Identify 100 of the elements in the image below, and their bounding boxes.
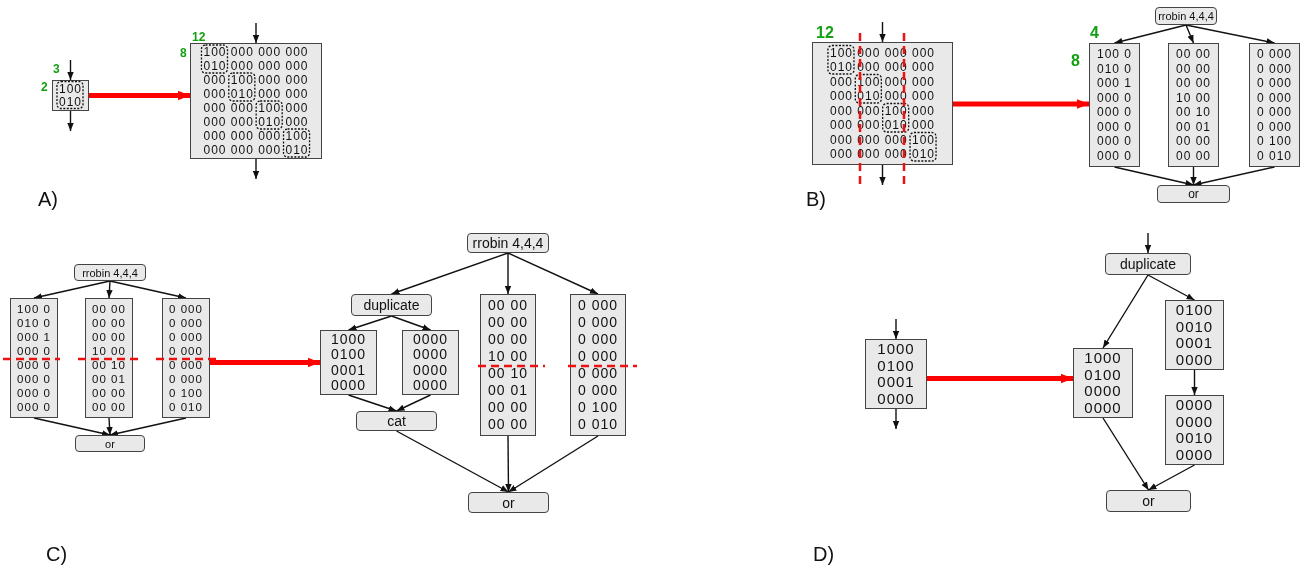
matrix-row: 10 00 — [487, 348, 528, 365]
matrix-row: 0010 — [1175, 318, 1214, 335]
matrix-row: 100 000 000 000 — [829, 45, 936, 60]
matrix-row: 0001 — [877, 374, 915, 391]
matrix-row: 00 00 — [92, 316, 126, 330]
arrow — [1113, 24, 1187, 45]
matrix-row: 0000 — [412, 378, 449, 394]
arrow — [1144, 232, 1152, 254]
arrow — [33, 280, 111, 300]
matrix-row: 0001 — [1175, 335, 1214, 352]
matrix-row: 000 0 — [1097, 134, 1132, 149]
matrix-row: 0100 — [330, 347, 367, 363]
matrix-row: 00 00 — [487, 416, 528, 433]
arrow — [390, 252, 509, 295]
matrix-row: 000 0 — [1097, 148, 1132, 163]
arrow — [1102, 274, 1149, 349]
matrix-row: 0 000 — [169, 344, 203, 358]
matrix-row: 00 00 — [1176, 134, 1211, 149]
matrix-row: 0 000 — [577, 297, 618, 314]
matrix-box — [85, 298, 133, 418]
arrow — [1192, 166, 1276, 187]
matrix-row: 0 000 — [577, 331, 618, 348]
arrow — [1190, 166, 1197, 186]
matrix-row: 0 100 — [1257, 134, 1292, 149]
matrix-row: 0 000 — [1257, 119, 1292, 134]
arrow — [504, 252, 512, 295]
matrix-row: 0 010 — [577, 416, 618, 433]
arrow — [505, 435, 512, 493]
matrix-row: 0 100 — [577, 399, 618, 416]
matrix-row: 000 100 000 000 — [203, 73, 309, 87]
matrix-row: 0 000 — [1257, 61, 1292, 76]
panel-label: B) — [806, 188, 826, 211]
matrix-row: 00 01 — [92, 372, 126, 386]
arrow — [927, 373, 1073, 384]
matrix-row: 0 000 — [169, 316, 203, 330]
matrix-row: 10 00 — [1176, 90, 1211, 105]
matrix-box — [570, 294, 626, 436]
matrix-row: 0010 — [1175, 430, 1214, 447]
matrix-row: 000 0 — [17, 400, 51, 414]
matrix-row: 00 00 — [487, 331, 528, 348]
process-box — [468, 492, 549, 513]
arrow — [879, 164, 886, 186]
dimension-label: 12 — [192, 30, 206, 44]
matrix-row: 00 00 — [92, 386, 126, 400]
matrix-row: 0000 — [412, 331, 449, 347]
matrix-box — [320, 330, 377, 395]
dimension-label: 8 — [1071, 52, 1080, 70]
matrix-row: 0000 — [1175, 351, 1214, 368]
operation-label: duplicate — [363, 297, 420, 313]
matrix-row: 010 000 000 000 — [203, 59, 309, 73]
dimension-label: 3 — [53, 62, 60, 76]
matrix-box — [1168, 43, 1219, 167]
matrix-row: 000 0 — [1097, 90, 1132, 105]
matrix-box — [162, 298, 210, 418]
arrow — [1147, 464, 1196, 491]
matrix-row: 00 00 — [1176, 61, 1211, 76]
matrix-box — [190, 43, 322, 159]
matrix-row: 00 00 — [487, 297, 528, 314]
matrix-row: 00 00 — [487, 399, 528, 416]
matrix-box — [10, 298, 58, 418]
matrix-row: 0000 — [330, 378, 367, 394]
process-box — [467, 233, 549, 253]
panel-label: C) — [46, 543, 68, 566]
matrix-row: 0 000 — [1257, 76, 1292, 91]
arrow — [395, 430, 510, 493]
matrix-row: 000 000 010 000 — [829, 118, 936, 133]
matrix-row: 0 000 — [1257, 47, 1292, 62]
arrow — [1113, 166, 1195, 187]
matrix-row: 0000 — [1175, 446, 1214, 463]
matrix-row: 0100 — [877, 357, 915, 374]
matrix-box — [865, 339, 927, 409]
matrix-row: 1000 — [330, 331, 367, 347]
arrow — [89, 90, 190, 101]
matrix-row: 100 0 — [1097, 47, 1132, 62]
matrix-row: 00 00 — [92, 400, 126, 414]
matrix-row: 000 0 — [17, 386, 51, 400]
matrix-row: 0000 — [412, 362, 449, 378]
process-box — [74, 264, 146, 281]
operation-label: rrobin 4,4,4 — [1158, 9, 1214, 23]
matrix-row: 000 1 — [17, 330, 51, 344]
matrix-row: 1000 — [877, 341, 915, 358]
matrix-row: 0 000 — [577, 382, 618, 399]
arrow — [106, 417, 113, 436]
matrix-row: 0 000 — [169, 372, 203, 386]
matrix-row: 00 01 — [487, 382, 528, 399]
matrix-row: 000 000 010 000 — [203, 115, 309, 129]
matrix-row: 000 000 100 000 — [203, 101, 309, 115]
matrix-row: 0 000 — [1257, 105, 1292, 120]
arrow — [106, 280, 113, 299]
matrix-row: 000 000 000 010 — [203, 143, 309, 157]
matrix-box — [1073, 348, 1133, 418]
process-box — [1106, 490, 1191, 512]
matrix-box — [1165, 300, 1224, 370]
matrix-row: 0 000 — [169, 330, 203, 344]
arrow — [395, 394, 432, 412]
matrix-row: 0000 — [412, 347, 449, 363]
matrix-row: 100 000 000 000 — [203, 45, 309, 59]
operation-label: or — [502, 494, 515, 511]
process-box — [356, 411, 437, 431]
arrow — [879, 21, 886, 43]
